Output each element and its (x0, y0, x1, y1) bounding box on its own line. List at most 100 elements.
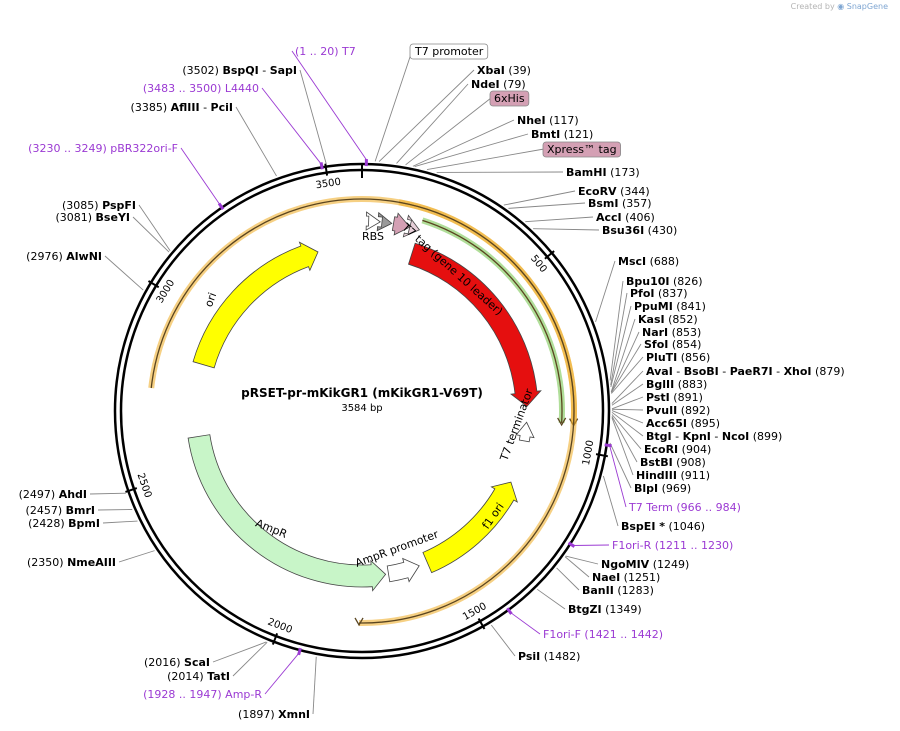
leader-line-nar (610, 331, 640, 393)
ampr-arrow (187, 434, 387, 592)
map-label-f1f: F1ori-F (1421 .. 1442) (543, 628, 663, 641)
leader-line-pspf (138, 204, 171, 251)
feature-label-rbs: RBS (362, 230, 384, 243)
map-label-blp: BlpI (969) (634, 482, 691, 495)
label-part: (3385) (131, 101, 171, 114)
tick-label-3500: 3500 (315, 177, 342, 192)
label-part: (892) (677, 404, 710, 417)
map-label-xba: XbaI (39) (477, 64, 531, 77)
label-part: (1283) (614, 584, 654, 597)
map-label-ahd: (2497) AhdI (19, 488, 87, 501)
label-part: - (673, 365, 684, 378)
leader-line-ahd (89, 492, 126, 495)
f1-ori-arrow (422, 481, 518, 574)
map-label-hind: HindIII (911) (636, 469, 710, 482)
label-part: (2014) (167, 670, 207, 683)
leader-line-xba (378, 69, 475, 162)
leader-line-bmt (414, 133, 529, 168)
label-part: (3230 .. 3249) pBR322ori-F (28, 142, 178, 155)
label-box-t7p (409, 43, 489, 60)
label-part: BsoBI (684, 365, 719, 378)
leader-line-acc (525, 216, 594, 223)
map-label-kas: KasI (852) (638, 313, 698, 326)
leader-line-ampr (264, 652, 300, 695)
label-part: BtgI (646, 430, 672, 443)
label-part: TatI (207, 670, 230, 683)
leader-line-psi (490, 624, 516, 657)
label-part: BspQI (222, 64, 258, 77)
label-part: - (711, 430, 722, 443)
map-label-nhe: NheI (117) (517, 114, 579, 127)
label-part: (3502) (182, 64, 222, 77)
label-part: (357) (619, 197, 652, 210)
leader-line-ecorv (503, 190, 576, 206)
leader-line-bstb (611, 416, 638, 463)
map-label-ngo: NgoMIV (1249) (601, 558, 689, 571)
snapgene-logo: ◉ (837, 2, 845, 11)
leader-line-blp (609, 442, 632, 489)
leader-line-pvu (611, 408, 644, 411)
label-part: (879) (812, 365, 845, 378)
backbone-outer-strand (113, 162, 611, 660)
tick-mark-1000 (595, 453, 609, 458)
label-part: NarI (642, 326, 668, 339)
ampr-band (148, 196, 577, 627)
label-leader-lines (89, 50, 644, 715)
label-part: (837) (655, 287, 688, 300)
leader-line-alw (104, 255, 144, 291)
leader-line-pst (611, 396, 644, 410)
label-part: XhoI (784, 365, 812, 378)
map-label-pbr: (3230 .. 3249) pBR322ori-F (28, 142, 178, 155)
label-part: SapI (270, 64, 297, 77)
label-part: SfoI (644, 338, 668, 351)
label-part: PstI (646, 391, 670, 404)
label-part: - (672, 430, 683, 443)
label-part: (1 .. 20) T7 (295, 45, 356, 58)
label-part: NgoMIV (601, 558, 650, 571)
label-part: (2497) (19, 488, 59, 501)
primer-mark-l4440 (319, 162, 324, 170)
label-part: Bpu10I (626, 275, 670, 288)
label-part: (853) (668, 326, 701, 339)
label-part: XbaI (477, 64, 505, 77)
leader-line-l4440 (261, 87, 322, 165)
map-label-bsu: Bsu36I (430) (602, 224, 677, 237)
leader-line-f1f (509, 611, 541, 635)
map-label-acc: AccI (406) (596, 211, 655, 224)
cds-inner-band-line (422, 219, 563, 423)
label-part: - (200, 101, 211, 114)
label-part: AhdI (59, 488, 87, 501)
leader-block (376, 211, 393, 232)
map-label-l4440: (3483 .. 3500) L4440 (143, 82, 259, 95)
label-part: (688) (646, 255, 679, 268)
label-part: (969) (658, 482, 691, 495)
plasmid-length: 3584 bp (341, 403, 382, 414)
t7-terminator-arrow (515, 421, 535, 443)
map-label-pvu: PvuII (892) (646, 404, 710, 417)
label-box-his (489, 90, 530, 107)
map-label-t7t: T7 Term (966 .. 984) (628, 501, 741, 514)
leader-line-nde (396, 83, 469, 164)
label-part: PspFI (102, 199, 136, 212)
leader-line-ngo (565, 555, 599, 565)
label-part: (1046) (665, 520, 705, 533)
leader-line-bspe (602, 475, 619, 527)
label-part: (1251) (620, 571, 660, 584)
label-part: (430) (644, 224, 677, 237)
label-part: BamHI (566, 166, 607, 179)
label-part: (344) (617, 185, 650, 198)
map-label-bstb: BstBI (908) (640, 456, 706, 469)
map-label-nme: (2350) NmeAIII (27, 556, 116, 569)
map-label-bmt: BmtI (121) (531, 128, 593, 141)
label-part: PvuII (646, 404, 677, 417)
label-part: (2976) (26, 250, 66, 263)
map-label-f1r: F1ori-R (1211 .. 1230) (612, 539, 733, 552)
map-label-xmn: (1897) XmnI (238, 708, 310, 721)
leader-line-msc (595, 260, 616, 322)
label-part: MscI (618, 255, 646, 268)
map-label-bspq: (3502) BspQI - SapI (182, 64, 297, 77)
leader-line-kas (610, 318, 636, 392)
cds-inner-band-arrowhead (557, 417, 567, 427)
primer-mark-amp-r (297, 647, 302, 656)
